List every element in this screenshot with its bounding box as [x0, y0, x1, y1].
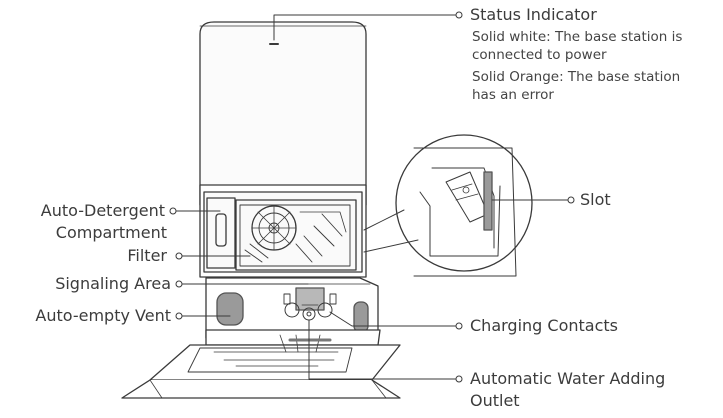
drawer-area — [199, 184, 367, 278]
leader-lines — [169, 11, 575, 383]
filter-label: Filter — [127, 246, 167, 265]
status-note-line-4: has an error — [472, 87, 554, 103]
auto-empty-vent-label: Auto-empty Vent — [35, 306, 171, 325]
slot-label: Slot — [580, 190, 611, 209]
charging-contacts-label: Charging Contacts — [470, 316, 618, 335]
status-indicator-label: Status Indicator — [470, 5, 597, 24]
auto-empty-vent — [216, 292, 244, 326]
ramp — [121, 329, 401, 399]
status-note-line-1: Solid white: The base station is — [472, 29, 683, 45]
status-note-line-3: Solid Orange: The base station — [472, 69, 681, 85]
lower-base — [205, 277, 379, 339]
slot-magnifier — [363, 134, 533, 277]
magnifier-connector-bottom — [363, 239, 419, 253]
signaling-area-label: Signaling Area — [55, 274, 171, 293]
detergent-compartment — [206, 197, 236, 269]
water-adding-label-line-2: Outlet — [470, 391, 520, 410]
auto-detergent-label-line-2: Compartment — [55, 223, 167, 242]
magnifier-connector-top — [363, 209, 405, 231]
status-note-line-2: connected to power — [472, 47, 607, 63]
upper-tank — [199, 21, 367, 206]
auto-detergent-label-line-1: Auto-Detergent — [40, 201, 165, 220]
water-adding-label-line-1: Automatic Water Adding — [470, 369, 666, 388]
signaling-area — [295, 287, 325, 311]
